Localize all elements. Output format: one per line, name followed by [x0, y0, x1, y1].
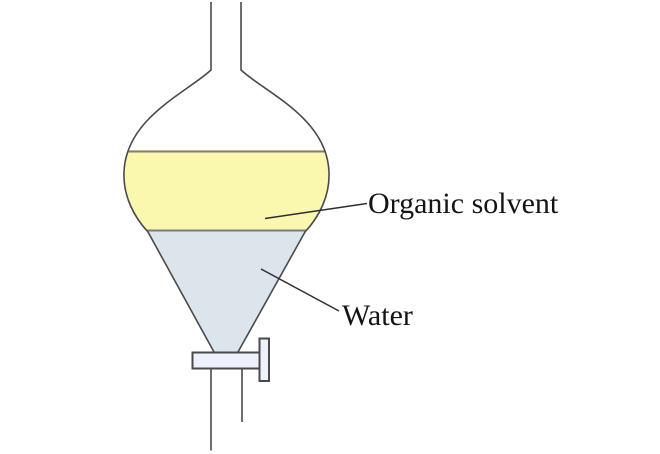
stopcock-handle: [258, 337, 270, 382]
water-leader-line: [260, 268, 340, 312]
organic-solvent-layer: [123, 150, 330, 231]
water-layer: [123, 231, 330, 352]
liquid-layers: [123, 150, 330, 352]
organic-solvent-leader-line: [264, 202, 368, 220]
water-label: Water: [342, 299, 413, 332]
funnel-glass-outline: [123, 2, 330, 353]
stopcock-body: [191, 351, 262, 370]
organic-solvent-label: Organic solvent: [368, 187, 559, 220]
